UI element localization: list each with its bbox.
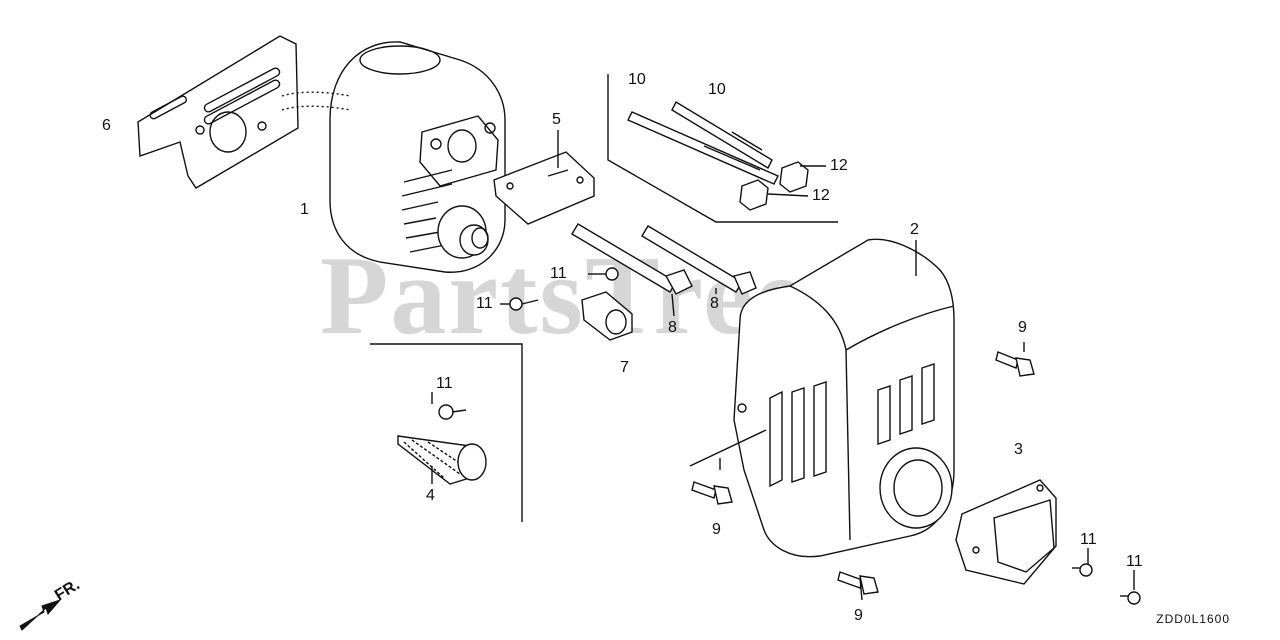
callout-11-left[interactable]: 11 [476, 295, 493, 312]
part-11-screws[interactable] [438, 267, 1141, 605]
part-2-protector[interactable] [689, 238, 955, 558]
callout-4[interactable]: 4 [426, 487, 435, 504]
callout-6[interactable]: 6 [102, 117, 111, 134]
callout-9-left[interactable]: 9 [712, 521, 721, 538]
callout-1[interactable]: 1 [300, 201, 309, 218]
callout-9-right[interactable]: 9 [1018, 319, 1027, 336]
leader-bracket-lower [370, 343, 523, 522]
part-3-deflector[interactable] [955, 479, 1057, 585]
part-5-gasket[interactable] [493, 151, 595, 225]
part-1-muffler[interactable] [281, 41, 506, 273]
callout-3[interactable]: 3 [1014, 441, 1023, 458]
callout-2[interactable]: 2 [910, 221, 919, 238]
callout-12-upper[interactable]: 12 [830, 157, 848, 174]
part-7-clamp[interactable] [581, 291, 633, 341]
part-12-nuts[interactable] [739, 161, 809, 211]
callout-12-lower[interactable]: 12 [812, 187, 830, 204]
callout-leaders [431, 130, 1135, 601]
leader-bracket-upper [607, 74, 838, 223]
callout-10-right[interactable]: 10 [708, 81, 726, 98]
callout-11-arrester[interactable]: 11 [436, 375, 453, 392]
callout-8-right[interactable]: 8 [710, 295, 719, 312]
callout-9-bottom[interactable]: 9 [854, 607, 863, 624]
part-10-studs[interactable] [627, 101, 779, 185]
part-8-bolts[interactable] [571, 223, 757, 295]
callout-8-left[interactable]: 8 [668, 319, 677, 336]
front-direction-arrow-icon [19, 598, 62, 631]
part-6-heat-shield[interactable] [137, 35, 299, 189]
callout-7[interactable]: 7 [620, 359, 629, 376]
callout-11-far-right[interactable]: 11 [1126, 553, 1143, 570]
part-4-spark-arrester[interactable] [397, 435, 487, 485]
callout-10-left[interactable]: 10 [628, 71, 646, 88]
part-9-bolts[interactable] [691, 351, 1035, 595]
callout-11-deflector[interactable]: 11 [1080, 531, 1097, 548]
diagram-code: ZDD0L1600 [1156, 612, 1230, 626]
callout-5[interactable]: 5 [552, 111, 561, 128]
callout-11-clamp[interactable]: 11 [550, 265, 567, 282]
